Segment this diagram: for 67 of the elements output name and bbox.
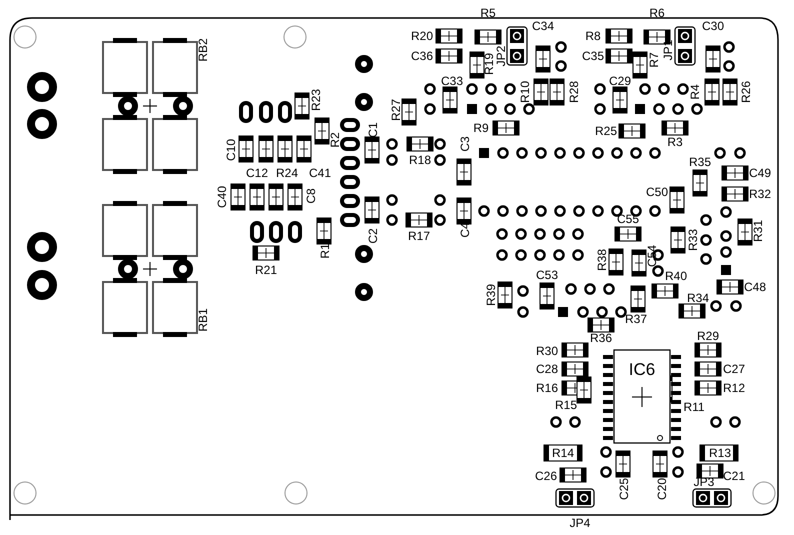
component-label: C34	[532, 20, 554, 32]
component-label: C21	[723, 470, 745, 482]
component-label: C10	[225, 139, 237, 161]
component-label: C25	[618, 478, 630, 500]
component-label: R40	[665, 270, 687, 282]
component-label: C49	[749, 167, 771, 179]
component-label: R34	[687, 292, 709, 304]
component-label: R31	[752, 220, 764, 242]
component-label: C20	[656, 478, 668, 500]
component-label: RB1	[197, 308, 209, 332]
component-label: R18	[409, 154, 431, 166]
component-label: R17	[408, 230, 430, 242]
component-label: R1	[319, 243, 331, 259]
component-label: JP2	[495, 46, 507, 66]
component-label: R27	[390, 99, 402, 121]
component-label: R16	[536, 382, 558, 394]
component-label: C29	[609, 75, 631, 87]
component-label: R11	[683, 401, 705, 413]
component-label: R25	[595, 125, 617, 137]
component-label: C26	[535, 470, 557, 482]
component-label: JP4	[570, 517, 590, 529]
component-label: R28	[568, 81, 580, 103]
component-label: R36	[590, 332, 612, 344]
component-label: R32	[749, 188, 771, 200]
component-label: R24	[276, 167, 298, 179]
component-label: C40	[216, 186, 228, 208]
component-label: R30	[536, 345, 558, 357]
component-label: R4	[689, 84, 701, 100]
component-label: R15	[555, 399, 577, 411]
component-label: R3	[667, 136, 683, 148]
component-label: R5	[480, 7, 496, 19]
component-label: C30	[702, 20, 724, 32]
component-label: C53	[536, 269, 558, 281]
component-label: C48	[744, 281, 766, 293]
component-label: C35	[582, 50, 604, 62]
component-label: R13	[709, 447, 731, 459]
component-label: R39	[485, 284, 497, 306]
component-label: R29	[697, 330, 719, 342]
component-label: R12	[723, 382, 745, 394]
component-label: R14	[552, 447, 574, 459]
component-label: IC6	[628, 364, 656, 376]
component-label: R9	[473, 122, 489, 134]
component-label: C8	[305, 188, 317, 204]
component-label: R6	[649, 7, 665, 19]
component-label: R33	[687, 229, 699, 251]
component-label: R19	[483, 53, 495, 75]
component-label: C36	[411, 50, 433, 62]
component-label: C2	[367, 228, 379, 244]
component-label: R26	[740, 81, 752, 103]
component-label: R37	[625, 313, 647, 325]
component-label: R7	[648, 52, 660, 68]
component-label: C50	[646, 186, 668, 198]
component-label: R8	[585, 30, 601, 42]
component-label: R38	[596, 249, 608, 271]
component-label: C27	[723, 363, 745, 375]
component-label: R20	[411, 30, 433, 42]
component-label: R35	[689, 156, 711, 168]
component-label: R23	[310, 89, 322, 111]
component-label: R10	[519, 81, 531, 103]
component-label: RB2	[197, 38, 209, 62]
component-label: C3	[459, 136, 471, 152]
component-label: C33	[441, 75, 463, 87]
component-label: R21	[255, 264, 277, 276]
component-label: C41	[309, 167, 331, 179]
component-label: C28	[536, 363, 558, 375]
component-label: R2	[329, 132, 341, 148]
component-label: C12	[246, 167, 268, 179]
